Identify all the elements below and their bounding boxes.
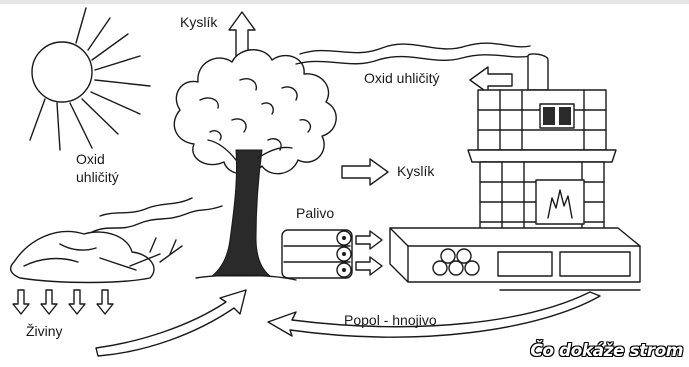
oxygen-top-label: Kyslík [180, 14, 218, 30]
fuel-label: Palivo [296, 205, 335, 221]
ash-fertilizer-label: Popol - hnojivo [344, 312, 437, 328]
down-arrow-icon [96, 289, 114, 315]
down-arrow-icon [12, 289, 30, 315]
ash-return-arrow-icon [267, 291, 601, 338]
top-border [0, 0, 689, 4]
fallen-branches-icon [9, 230, 183, 284]
caption-title: Čo dokáže strom [530, 341, 683, 361]
sun-icon [29, 7, 151, 151]
fuel-arrows [355, 230, 383, 276]
oxygen-right-arrow-icon [341, 158, 389, 186]
down-arrow-icon [40, 289, 58, 315]
down-arrow-icon [68, 289, 86, 315]
co2-left-arrow-icon [469, 66, 513, 94]
co2-left-label-line1: Oxid [76, 151, 105, 167]
oxygen-right-label: Kyslík [397, 163, 435, 179]
co2-wavy-lines [91, 197, 223, 233]
right-arrow-icon [355, 230, 383, 250]
tree-icon [173, 49, 337, 281]
smoke-waves [295, 42, 531, 65]
co2-right-label: Oxid uhličitý [364, 70, 440, 86]
nutrients-label: Živiny [26, 323, 63, 339]
right-arrow-icon [355, 256, 383, 276]
nutrients-return-arrow-icon [95, 289, 247, 357]
nutrients-down-arrows [12, 289, 114, 315]
firewood-icon [281, 229, 353, 279]
tiled-stove-icon [389, 53, 641, 291]
co2-left-label-line2: uhličitý [76, 169, 119, 185]
